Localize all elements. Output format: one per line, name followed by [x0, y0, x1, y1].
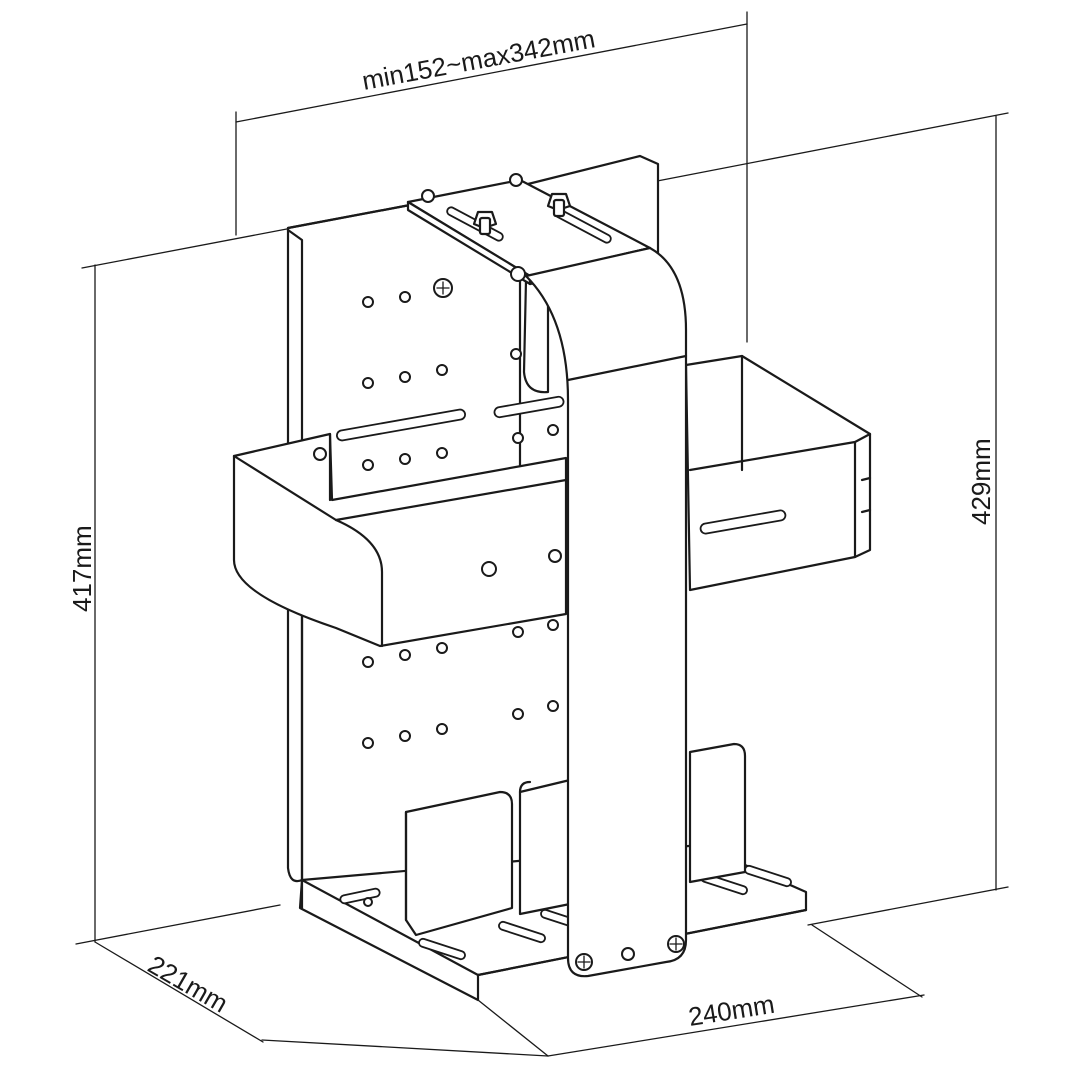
front-guard-right: [688, 742, 747, 884]
strap-hole: [621, 947, 635, 961]
dimension-depth-label: 221mm: [143, 949, 233, 1018]
dimension-lines: [75, 11, 1009, 1057]
phillips-screw-icon: [667, 935, 685, 953]
dimension-left-height-label: 417mm: [67, 525, 97, 612]
front-guard-left: [404, 790, 514, 937]
phillips-screw-icon: [575, 953, 593, 971]
plate-screw: [433, 278, 453, 298]
right-tray: [684, 354, 872, 592]
wing-nut-icon: [546, 192, 572, 218]
dimension-base-width-label: 240mm: [686, 989, 776, 1032]
dimension-right-height-label: 429mm: [966, 438, 996, 525]
vertical-strap: [524, 246, 688, 978]
left-tray: [232, 432, 568, 648]
front-guard-center: [518, 778, 572, 916]
wing-nut-icon: [472, 210, 498, 236]
